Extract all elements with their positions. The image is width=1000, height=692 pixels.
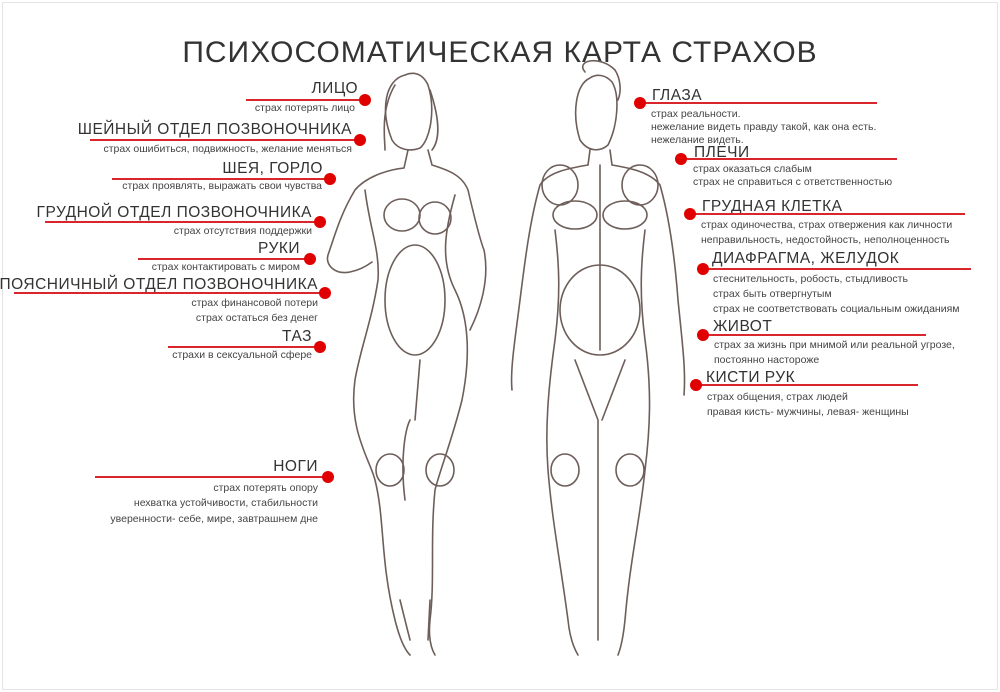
marker-dot	[697, 263, 709, 275]
label-desc: неправильность, недостойность, неполноце…	[701, 234, 950, 246]
pointer-line	[90, 139, 360, 141]
label-title: ЛИЦО	[311, 80, 358, 97]
marker-dot	[359, 94, 371, 106]
marker-dot	[354, 134, 366, 146]
page-title: ПСИХОСОМАТИЧЕСКАЯ КАРТА СТРАХОВ	[182, 36, 818, 70]
label-desc: страх отсутствия поддержки	[173, 225, 312, 237]
label-desc: постоянно настороже	[714, 354, 820, 366]
pointer-line	[681, 158, 897, 160]
marker-dot	[675, 153, 687, 165]
marker-dot	[314, 216, 326, 228]
label-desc: нежелание видеть правду такой, как она е…	[651, 121, 877, 133]
label-title: ШЕЙНЫЙ ОТДЕЛ ПОЗВОНОЧНИКА	[77, 121, 352, 138]
label-title: ТАЗ	[282, 328, 312, 345]
label-title: ЖИВОТ	[713, 318, 773, 335]
female-figure	[326, 72, 487, 656]
label-desc: страхи в сексуальной сфере	[172, 349, 312, 361]
label-desc: страх оказаться слабым	[693, 163, 812, 175]
marker-dot	[304, 253, 316, 265]
label-desc: страх общения, страх людей	[707, 391, 848, 403]
marker-dot	[690, 379, 702, 391]
label-desc: страх быть отвергнутым	[713, 288, 832, 300]
label-title: ПОЯСНИЧНЫЙ ОТДЕЛ ПОЗВОНОЧНИКА	[0, 276, 318, 293]
label-title: КИСТИ РУК	[706, 369, 796, 386]
pointer-line	[696, 384, 918, 386]
label-desc: нехватка устойчивости, стабильности	[133, 497, 318, 509]
label-desc: страх одиночества, страх отвержения как …	[701, 219, 953, 231]
label-desc: уверенности- себе, мире, завтрашнем дне	[110, 513, 318, 525]
label-desc: страх потерять опору	[213, 482, 318, 494]
marker-dot	[697, 329, 709, 341]
label-title: ШЕЯ, ГОРЛО	[222, 160, 323, 177]
marker-dot	[322, 471, 334, 483]
label-title: НОГИ	[273, 458, 318, 475]
label-title: ГЛАЗА	[652, 87, 703, 104]
label-desc: страх остаться без денег	[195, 312, 318, 324]
label-title: ПЛЕЧИ	[694, 144, 750, 161]
label-desc: страх потерять лицо	[254, 102, 355, 114]
pointer-line	[703, 268, 971, 270]
pointer-line	[640, 102, 877, 104]
male-figure	[510, 60, 686, 656]
label-desc: страх финансовой потери	[191, 297, 318, 309]
label-desc: правая кисть- мужчины, левая- женщины	[707, 406, 909, 418]
label-desc: страх реальности.	[651, 108, 741, 120]
pointer-line	[168, 346, 320, 348]
pointer-line	[138, 258, 310, 260]
pointer-line	[690, 213, 965, 215]
label-desc: страх не справиться с ответственностью	[693, 176, 893, 188]
label-desc: страх ошибиться, подвижность, желание ме…	[103, 143, 352, 155]
pointer-line	[45, 221, 320, 223]
marker-dot	[684, 208, 696, 220]
marker-dot	[319, 287, 331, 299]
label-desc: страх контактировать с миром	[151, 261, 300, 273]
label-desc: страх не соответствовать социальным ожид…	[713, 303, 960, 315]
label-desc: нежелание видеть.	[651, 134, 744, 146]
label-title: ГРУДНОЙ ОТДЕЛ ПОЗВОНОЧНИКА	[36, 204, 312, 221]
pointer-line	[246, 99, 365, 101]
label-desc: страх за жизнь при мнимой или реальной у…	[714, 339, 955, 351]
marker-dot	[324, 173, 336, 185]
pointer-line	[14, 292, 325, 294]
marker-dot	[314, 341, 326, 353]
marker-dot	[634, 97, 646, 109]
pointer-line	[112, 178, 330, 180]
label-title: ДИАФРАГМА, ЖЕЛУДОК	[712, 250, 900, 267]
label-desc: страх проявлять, выражать свои чувства	[122, 180, 322, 192]
label-desc: стеснительность, робость, стыдливость	[713, 273, 908, 285]
pointer-line	[703, 334, 926, 336]
label-title: ГРУДНАЯ КЛЕТКА	[702, 198, 843, 215]
pointer-line	[95, 476, 328, 478]
label-title: РУКИ	[257, 240, 300, 257]
